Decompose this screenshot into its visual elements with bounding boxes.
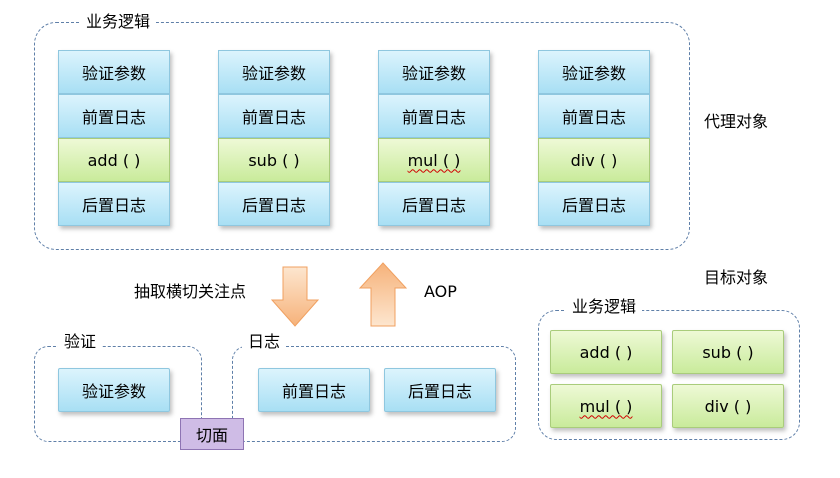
pre-log-aspect-box: 前置日志 — [258, 368, 370, 412]
post-log-box: 后置日志 — [378, 182, 490, 226]
method-label-mul: mul ( ) — [407, 150, 461, 170]
aop-label: AOP — [424, 282, 457, 301]
post-log-box: 后置日志 — [538, 182, 650, 226]
target-method-mul-label: mul ( ) — [579, 396, 633, 416]
log-aspect-group — [232, 346, 516, 442]
validate-param-box: 验证参数 — [58, 50, 170, 94]
method-box-sub: sub ( ) — [218, 138, 330, 182]
proxy-business-logic-group — [34, 22, 690, 250]
post-log-aspect-box: 后置日志 — [384, 368, 496, 412]
pre-log-box: 前置日志 — [58, 94, 170, 138]
validate-param-box: 验证参数 — [538, 50, 650, 94]
aspect-tag: 切面 — [180, 418, 244, 450]
proxy-column-mul: 验证参数 前置日志 mul ( ) 后置日志 — [378, 50, 490, 226]
target-method-sub: sub ( ) — [672, 330, 784, 374]
down-arrow-icon — [270, 266, 320, 327]
proxy-object-label: 代理对象 — [704, 112, 769, 131]
target-group-label: 业务逻辑 — [566, 297, 643, 317]
validate-param-box: 验证参数 — [218, 50, 330, 94]
proxy-column-div: 验证参数 前置日志 div ( ) 后置日志 — [538, 50, 650, 226]
proxy-column-add: 验证参数 前置日志 add ( ) 后置日志 — [58, 50, 170, 226]
proxy-column-sub: 验证参数 前置日志 sub ( ) 后置日志 — [218, 50, 330, 226]
extract-concerns-label: 抽取横切关注点 — [134, 282, 247, 301]
proxy-group-label: 业务逻辑 — [80, 12, 157, 32]
validate-param-box: 验证参数 — [378, 50, 490, 94]
validate-group-label: 验证 — [58, 332, 103, 352]
target-method-add: add ( ) — [550, 330, 662, 374]
validate-aspect-group — [34, 346, 202, 442]
pre-log-box: 前置日志 — [538, 94, 650, 138]
pre-log-box: 前置日志 — [218, 94, 330, 138]
target-method-mul: mul ( ) — [550, 384, 662, 428]
log-group-label: 日志 — [242, 332, 287, 352]
pre-log-box: 前置日志 — [378, 94, 490, 138]
method-box-div: div ( ) — [538, 138, 650, 182]
validate-param-aspect-box: 验证参数 — [58, 368, 170, 412]
post-log-box: 后置日志 — [218, 182, 330, 226]
target-object-label: 目标对象 — [704, 268, 769, 287]
method-box-mul: mul ( ) — [378, 138, 490, 182]
method-box-add: add ( ) — [58, 138, 170, 182]
target-method-div: div ( ) — [672, 384, 784, 428]
target-business-logic-group — [538, 310, 800, 440]
post-log-box: 后置日志 — [58, 182, 170, 226]
up-arrow-icon — [358, 262, 408, 327]
